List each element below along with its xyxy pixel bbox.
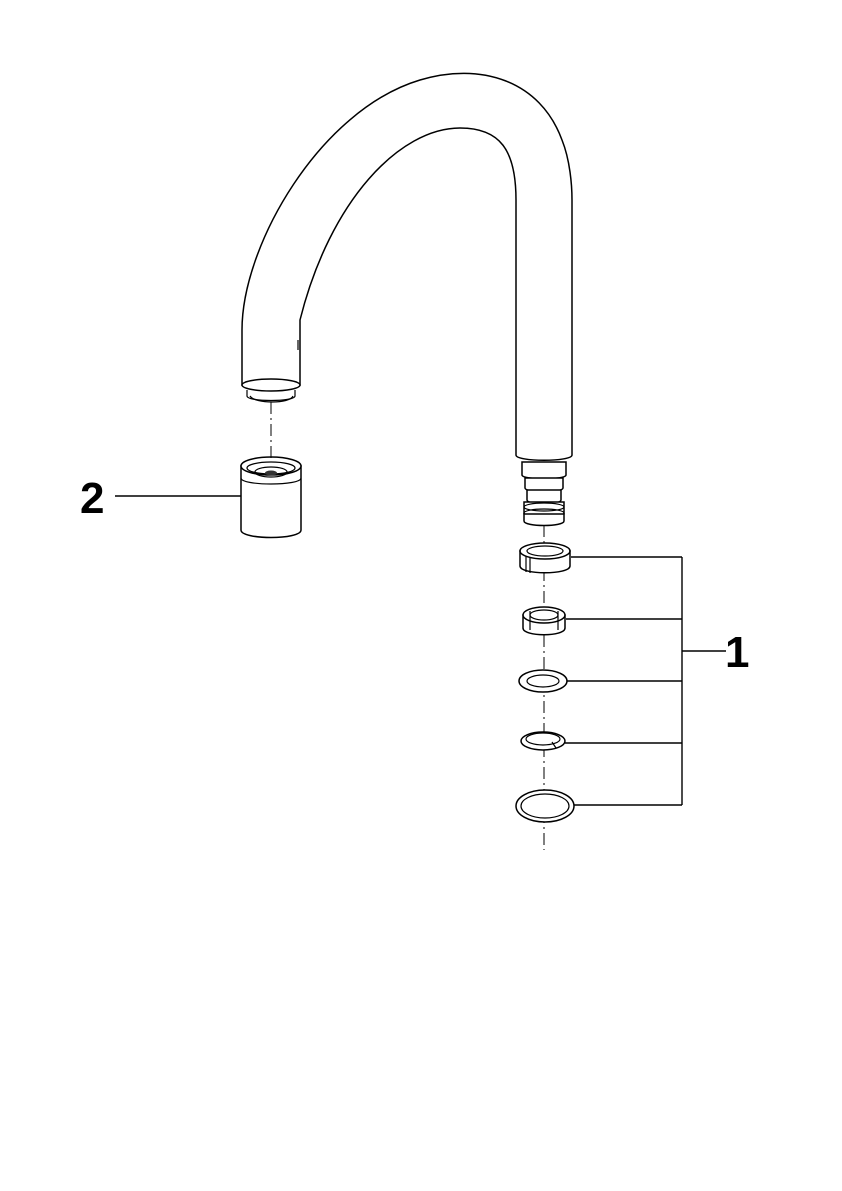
callout-number-2: 2: [80, 474, 104, 523]
callout-1-leaders: [565, 556, 726, 806]
spout: [241, 72, 573, 461]
spout-threaded-end: [521, 461, 567, 527]
snap-ring: [520, 731, 566, 751]
o-ring: [515, 789, 575, 823]
nut-ring: [522, 606, 566, 636]
split-ring-top: [519, 542, 571, 574]
callout-number-1: 1: [725, 628, 749, 677]
aerator: [240, 456, 302, 539]
flat-washer: [518, 669, 568, 693]
